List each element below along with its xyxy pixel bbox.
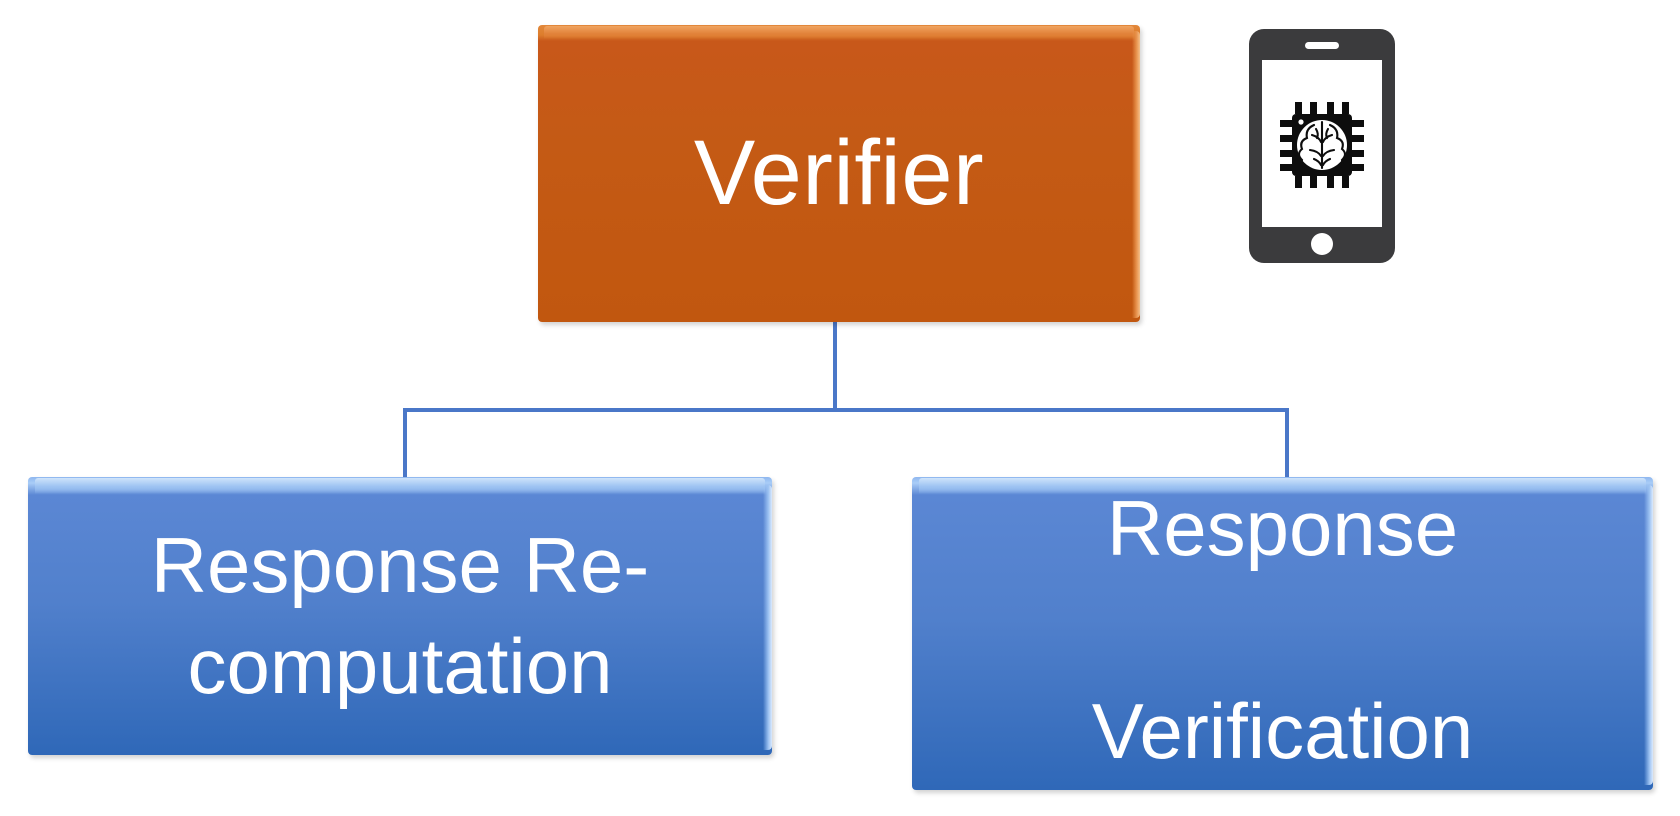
node-response-recomputation-label: Response Re- computation xyxy=(150,520,650,710)
connector-branch-left xyxy=(403,408,407,480)
connector-branch-right xyxy=(1285,408,1289,480)
smartphone-brain-chip-icon xyxy=(1248,28,1396,264)
node-verifier-label: Verifier xyxy=(693,122,985,225)
node-verifier[interactable]: Verifier xyxy=(538,25,1140,322)
node-response-verification[interactable]: Response Verification xyxy=(912,477,1653,790)
node-response-recomputation[interactable]: Response Re- computation xyxy=(28,477,772,755)
connector-horizontal-bus xyxy=(403,408,1289,412)
connector-root-stem xyxy=(833,322,837,412)
node-response-verification-label: Response Verification xyxy=(1091,484,1474,776)
